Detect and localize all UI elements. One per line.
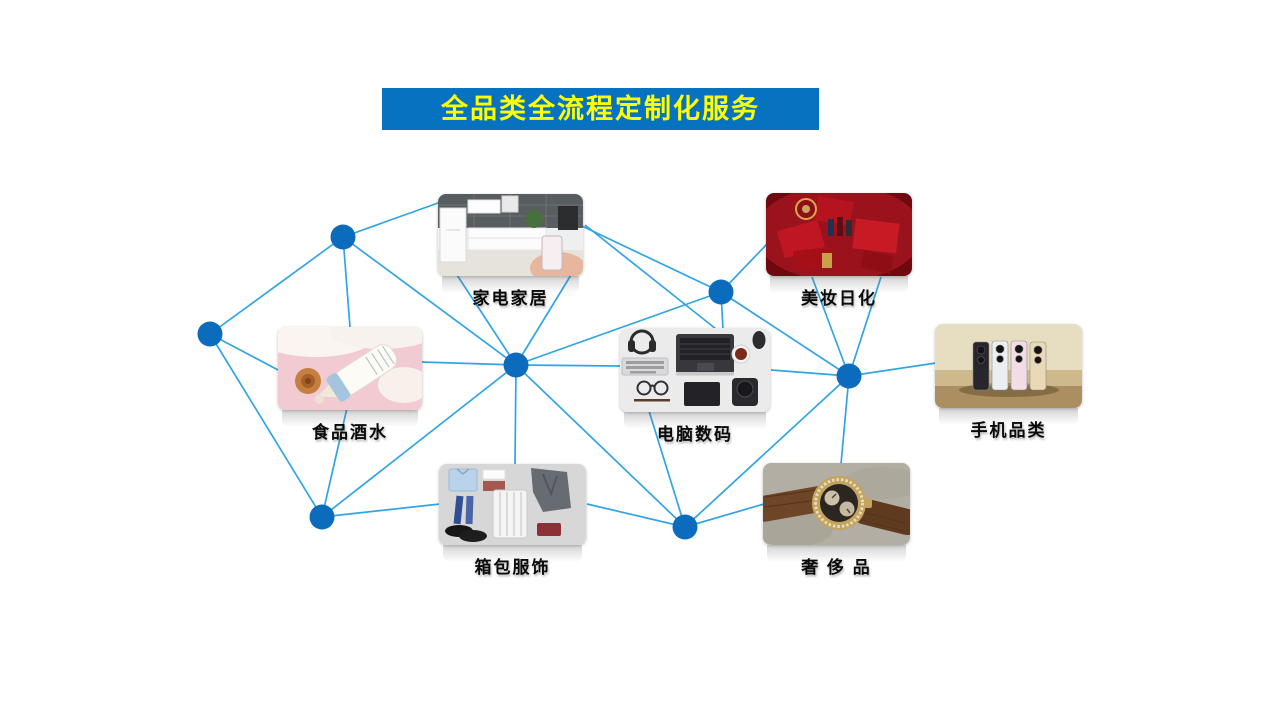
network-edge (848, 276, 882, 377)
network-edge (342, 236, 517, 366)
network-edge (648, 410, 686, 528)
network-edge (684, 375, 850, 528)
network-edge (342, 236, 351, 328)
luxury-watch-illustration (763, 463, 910, 545)
network-node (503, 352, 529, 378)
network-node (330, 224, 356, 250)
network-edge (770, 369, 850, 377)
image-reflection (282, 410, 418, 430)
network-edge (515, 364, 686, 528)
beauty-daily-image (766, 193, 912, 276)
network-edge (321, 364, 517, 518)
category-card-food-beverage: 食品酒水 (278, 327, 422, 442)
image-reflection (767, 545, 906, 565)
category-label: 家电家居 (472, 289, 549, 308)
network-node (672, 514, 698, 540)
network-edge (514, 364, 517, 466)
desk-flatlay-illustration (620, 328, 770, 412)
category-label: 食品酒水 (312, 423, 388, 442)
network-edge (811, 276, 850, 377)
network-edge (321, 503, 441, 518)
network-edge (584, 224, 717, 330)
network-edge (209, 333, 281, 372)
network-node (708, 279, 734, 305)
home-appliances-image (438, 194, 583, 276)
image-reflection (939, 408, 1078, 428)
baby-bottle-illustration (278, 327, 422, 410)
network-edge (321, 407, 348, 518)
mobile-phones-image (935, 324, 1082, 408)
image-reflection (443, 545, 582, 565)
computer-digital-image (620, 328, 770, 412)
network-edge (720, 291, 850, 377)
network-edge (515, 274, 572, 366)
network-edge (848, 362, 937, 377)
image-reflection (624, 412, 766, 432)
network-edge (420, 361, 517, 366)
phones-illustration (935, 324, 1082, 408)
slide-title: 全品类全流程定制化服务 (441, 93, 760, 124)
image-reflection (770, 276, 908, 296)
category-card-bags-apparel: 箱包服饰 (439, 464, 586, 577)
network-edge (456, 274, 517, 366)
network-edge (515, 364, 622, 367)
category-card-home-appliances: 家电家居 (438, 194, 583, 308)
network-edge (840, 375, 850, 465)
category-label: 奢 侈 品 (801, 558, 872, 577)
image-reflection (442, 276, 579, 296)
network-edge (586, 503, 686, 528)
title-banner: 全品类全流程定制化服务 (382, 88, 819, 130)
network-edge (342, 202, 439, 238)
category-card-luxury-goods: 奢 侈 品 (763, 463, 910, 577)
network-edge (209, 236, 344, 335)
category-label: 美妆日化 (801, 289, 877, 308)
network-node (309, 504, 335, 530)
category-card-mobile-phones: 手机品类 (935, 324, 1082, 440)
kitchen-illustration (438, 194, 583, 276)
luxury-goods-image (763, 463, 910, 545)
network-node (197, 321, 223, 347)
network-edge (581, 225, 722, 293)
cosmetics-illustration (766, 193, 912, 276)
category-card-beauty-daily: 美妆日化 (766, 193, 912, 308)
bags-apparel-image (439, 464, 586, 545)
apparel-flatlay-illustration (439, 464, 586, 545)
network-node (836, 363, 862, 389)
category-label: 箱包服饰 (474, 558, 551, 577)
category-card-computer-digital: 电脑数码 (620, 328, 770, 444)
food-beverage-image (278, 327, 422, 410)
network-edge (209, 333, 323, 518)
category-label: 手机品类 (970, 421, 1047, 440)
category-label: 电脑数码 (657, 425, 733, 444)
network-edge (515, 291, 722, 366)
network-edge (684, 503, 765, 528)
